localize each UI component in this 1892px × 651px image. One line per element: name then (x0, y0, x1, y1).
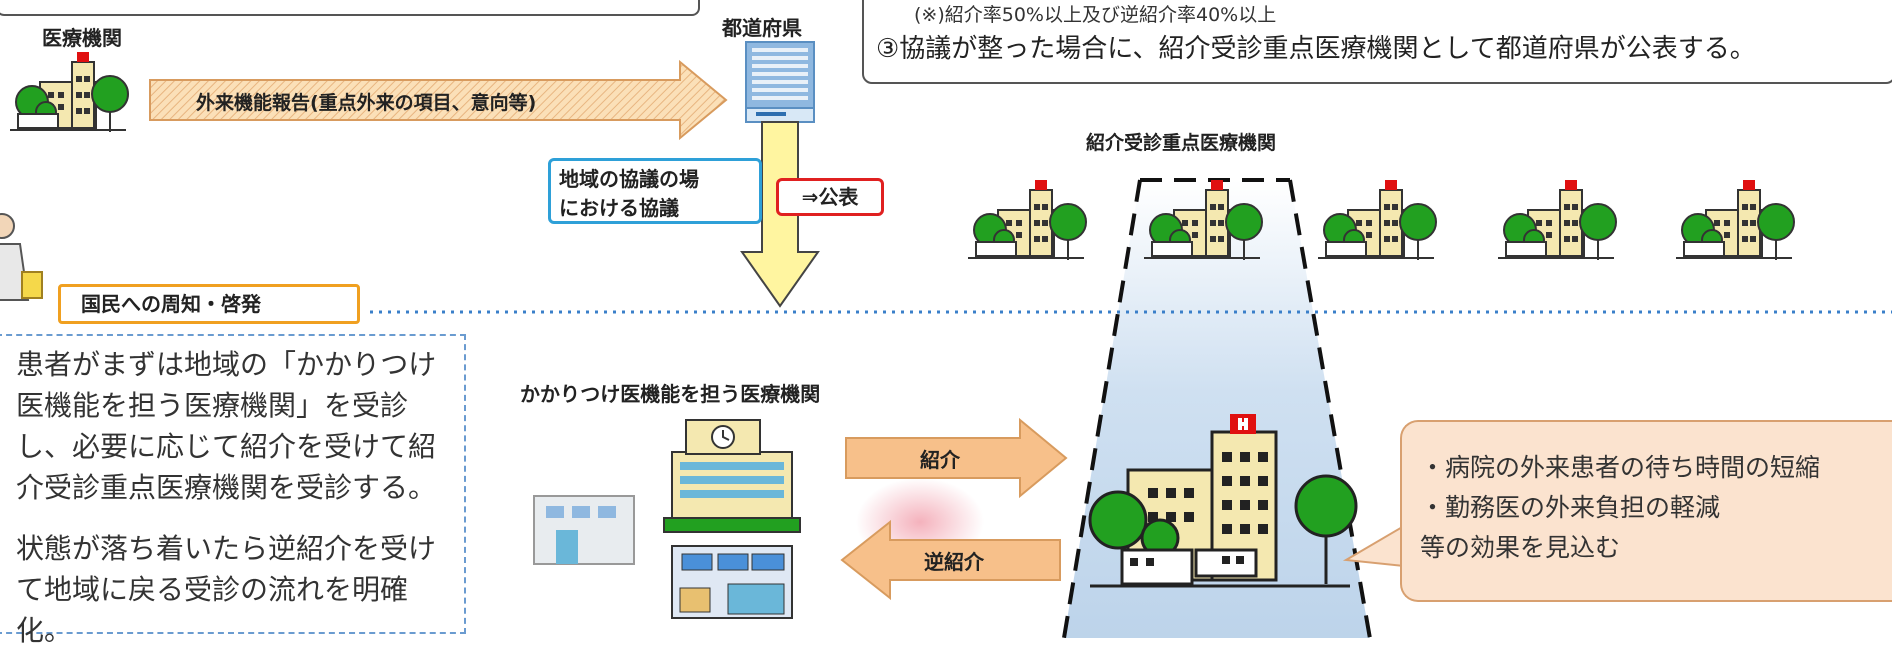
referral-label: 紹介 (920, 448, 960, 472)
referral-hospital-icon (1497, 179, 1617, 261)
referral-arrow (845, 417, 1068, 499)
process-notes-box: (※)紹介率50%以上及び逆紹介率40%以上 ③協議が整った場合に、紹介受診重点… (862, 0, 1892, 84)
top-left-box-edge (0, 0, 700, 16)
public-awareness-box: 国民への周知・啓発 (58, 284, 360, 324)
step-3-note: ③協議が整った場合に、紹介受診重点医療機関として都道府県が公表する。 (876, 34, 1756, 64)
explanation-paragraph-2: 状態が落ち着いたら逆紹介を受けて地域に戻る受診の流れを明確化。 (16, 532, 437, 647)
publish-box: ⇒公表 (776, 178, 884, 216)
prefecture-building-icon (745, 41, 815, 123)
ratio-note: (※)紹介率50%以上及び逆紹介率40%以上 (914, 4, 1277, 26)
effect-line-1: ・病院の外来患者の待ち時間の短縮 (1420, 453, 1821, 482)
explanation-paragraph-1: 患者がまずは地域の「かかりつけ医機能を担う医療機関」を受診し、必要に応じて紹介を… (16, 348, 437, 504)
medical-institution-label: 医療機関 (42, 26, 122, 50)
person-icon (0, 213, 43, 301)
referral-hospitals-title: 紹介受診重点医療機関 (1086, 132, 1277, 154)
regional-council-box: 地域の協議の場 における協議 (548, 158, 762, 224)
kakaritsuke-title: かかりつけ医機能を担う医療機関 (520, 382, 821, 406)
effect-line-2: ・勤務医の外来負担の軽減 (1420, 493, 1721, 522)
hospital-icon (9, 51, 129, 133)
large-hospital-icon (1088, 414, 1358, 588)
report-arrow (149, 59, 728, 141)
pharmacy-icon (671, 545, 793, 619)
explanation-box: 患者がまずは地域の「かかりつけ医機能を担う医療機関」を受診し、必要に応じて紹介を… (0, 334, 466, 647)
effects-callout: ・病院の外来患者の待ち時間の短縮 ・勤務医の外来負担の軽減 等の効果を見込む (1400, 420, 1892, 602)
prefecture-label: 都道府県 (722, 16, 802, 40)
report-arrow-label: 外来機能報告(重点外来の項目、意向等) (196, 92, 537, 114)
referral-hospital-icon (1317, 179, 1437, 261)
small-clinic-icon (533, 495, 635, 565)
referral-hospital-icon (1675, 179, 1795, 261)
reverse-referral-label: 逆紹介 (924, 550, 984, 574)
referral-hospital-icon (967, 179, 1087, 261)
clinic-icon (663, 419, 801, 533)
reverse-referral-arrow (840, 519, 1061, 601)
effect-line-3: 等の効果を見込む (1420, 533, 1621, 562)
